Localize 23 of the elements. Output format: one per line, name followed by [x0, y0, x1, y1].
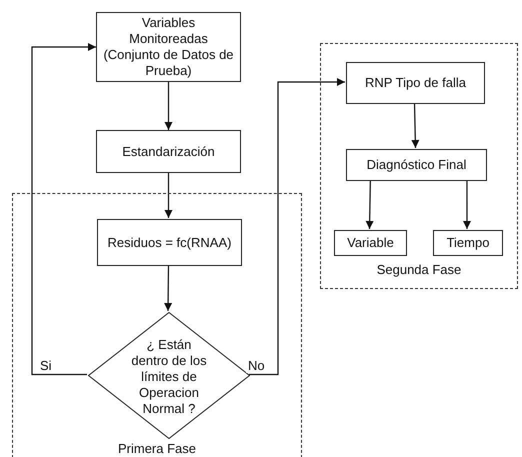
- process-box: Tiempo: [433, 230, 503, 256]
- decision-diamond: [88, 312, 250, 439]
- arrow: [164, 82, 172, 130]
- edge-label: No: [246, 358, 267, 373]
- arrow: [164, 265, 172, 311]
- process-box: Estandarización: [96, 130, 241, 173]
- phase-label: Segunda Fase: [376, 262, 462, 277]
- arrow: [249, 78, 345, 376]
- edge-label: Si: [38, 358, 54, 373]
- dashed-phase-frame: [12, 193, 302, 457]
- process-box: Diagnóstico Final: [346, 149, 487, 181]
- arrow: [463, 180, 471, 229]
- arrow: [366, 180, 374, 230]
- dashed-phase-frame: [320, 43, 518, 289]
- arrow: [411, 102, 420, 148]
- phase-label: Primera Fase: [118, 441, 196, 456]
- process-box: RNP Tipo de falla: [346, 62, 485, 104]
- arrow: [31, 43, 96, 376]
- process-box: Variables Monitoreadas (Conjunto de Datos de Prueba): [96, 12, 241, 82]
- process-box: Residuos = fc(RNAA): [97, 219, 242, 266]
- process-box: Variable: [334, 230, 407, 256]
- decision-text: ¿ Están dentro de los límites de Operacion Normal ?: [130, 336, 208, 416]
- arrow: [164, 173, 172, 218]
